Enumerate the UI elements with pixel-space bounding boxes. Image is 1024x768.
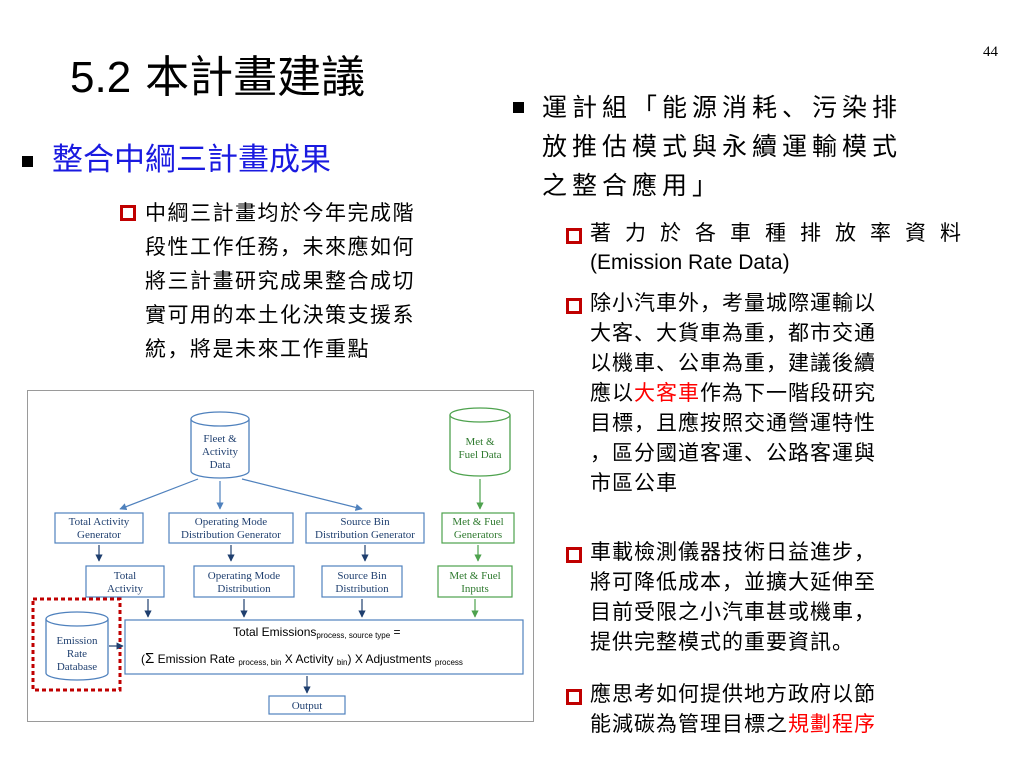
- highlight-planning: 規劃程序: [788, 712, 876, 736]
- sub3-bullet-icon: [566, 547, 582, 563]
- sub3-line: 車載檢測儀器技術日益進步，: [590, 540, 876, 564]
- svg-text:Emission: Emission: [57, 635, 98, 647]
- sub2-line: 市區公車: [590, 471, 678, 495]
- sub3-line: 目前受限之小汽車甚或機車，: [590, 600, 876, 624]
- svg-text:Operating Mode: Operating Mode: [208, 570, 281, 582]
- arrow: [241, 478, 363, 511]
- highlight-dashed-box: [31, 597, 122, 692]
- svg-text:Distribution: Distribution: [217, 583, 271, 595]
- output-box-total-activity: Total Activity: [85, 565, 165, 598]
- svg-text:Rate: Rate: [67, 648, 87, 660]
- highlight-bus: 大客車: [634, 381, 700, 405]
- right-bullet-icon: [513, 102, 524, 113]
- svg-text:Distribution: Distribution: [335, 583, 389, 595]
- generator-box-source-bin: Source Bin Distribution Generator: [305, 512, 425, 544]
- output-box-met-fuel: Met & Fuel Inputs: [437, 565, 513, 598]
- svg-text:Met & Fuel: Met & Fuel: [449, 570, 500, 582]
- right-heading-line: 之整合應用」: [542, 171, 723, 200]
- total-emissions-box: Total Emissionsprocess, source type = (Σ…: [124, 619, 524, 675]
- diagram-canvas: Fleet & Activity Data Met & Fuel Data To…: [31, 407, 524, 715]
- met-db-line: Fuel Data: [458, 449, 501, 461]
- svg-text:Activity: Activity: [107, 583, 144, 595]
- sub4-bullet-icon: [566, 689, 582, 705]
- generator-box-operating-mode: Operating Mode Distribution Generator: [168, 512, 294, 544]
- sub3-text: 車載檢測儀器技術日益進步， 將可降低成本，並擴大延伸至 目前受限之小汽車甚或機車…: [590, 537, 982, 657]
- sub4-text: 應思考如何提供地方政府以節 能減碳為管理目標之規劃程序: [590, 679, 982, 739]
- svg-text:Total: Total: [114, 570, 136, 582]
- svg-text:Total Activity: Total Activity: [69, 516, 130, 528]
- sub2-line: 目標，且應按照交通營運特性: [590, 411, 876, 435]
- generator-box-met-fuel: Met & Fuel Generators: [441, 512, 515, 544]
- sub2-bullet-icon: [566, 298, 582, 314]
- sub2-line: ，區分國道客運、公路客運與: [590, 441, 876, 465]
- sub2-line: 應以大客車作為下一階段研究: [590, 378, 982, 408]
- sub2-l4-pre: 應以: [590, 381, 634, 405]
- svg-text:Inputs: Inputs: [461, 583, 489, 595]
- svg-text:Database: Database: [57, 661, 97, 673]
- left-heading: 整合中綱三計畫成果: [52, 142, 331, 178]
- sub3-line: 提供完整模式的重要資訊。: [590, 630, 854, 654]
- svg-text:Met & Fuel: Met & Fuel: [452, 516, 503, 528]
- svg-text:Generator: Generator: [77, 529, 121, 541]
- sub1-bullet-icon: [566, 228, 582, 244]
- output-box-source-bin: Source Bin Distribution: [321, 565, 403, 598]
- fleet-db-line: Fleet &: [203, 433, 237, 445]
- fleet-db-line: Data: [210, 459, 231, 471]
- moves-flow-diagram: Fleet & Activity Data Met & Fuel Data To…: [27, 390, 534, 722]
- sub4-l2-pre: 能減碳為管理目標之: [590, 712, 788, 736]
- left-sub-line: 實可用的本土化決策支援系: [145, 303, 415, 327]
- svg-text:Source Bin: Source Bin: [340, 516, 390, 528]
- right-heading-line: 放推估模式與永續運輸模式: [542, 132, 903, 161]
- output-box-operating-mode: Operating Mode Distribution: [193, 565, 295, 598]
- sub2-l4-post: 作為下一階段研究: [700, 381, 876, 405]
- emission-rate-database: Emission Rate Database: [45, 611, 109, 681]
- left-sub-line: 段性工作任務，未來應如何: [145, 235, 415, 259]
- fleet-activity-database: Fleet & Activity Data: [190, 411, 250, 479]
- title-text: 本計畫建議: [145, 52, 366, 103]
- page-number: 44: [983, 44, 998, 60]
- svg-text:Operating Mode: Operating Mode: [195, 516, 268, 528]
- met-db-line: Met &: [465, 436, 494, 448]
- sub2-line: 以機車、公車為重，建議後續: [590, 351, 876, 375]
- total-emissions-label: Total Emissionsprocess, source type =: [233, 625, 401, 640]
- right-heading: 運計組「能源消耗、污染排 放推估模式與永續運輸模式 之整合應用」: [542, 88, 982, 205]
- met-fuel-database: Met & Fuel Data: [449, 407, 511, 477]
- fleet-db-line: Activity: [202, 446, 239, 458]
- right-heading-line: 運計組「能源消耗、污染排: [542, 93, 903, 122]
- left-sub-line: 統，將是未來工作重點: [145, 337, 370, 361]
- left-sub-bullet-icon: [120, 205, 136, 221]
- sub4-line: 應思考如何提供地方政府以節: [590, 682, 876, 706]
- left-sub-line: 中綱三計畫均於今年完成階: [145, 201, 415, 225]
- sub1-line: (Emission Rate Data): [590, 251, 790, 274]
- svg-text:Distribution Generator: Distribution Generator: [181, 529, 281, 541]
- sub3-line: 將可降低成本，並擴大延伸至: [590, 570, 876, 594]
- left-bullet-icon: [22, 156, 33, 167]
- left-sub-text: 中綱三計畫均於今年完成階 段性工作任務，未來應如何 將三計畫研究成果整合成切 實…: [145, 196, 485, 366]
- title-number: 5.2: [70, 53, 132, 102]
- sub4-line: 能減碳為管理目標之規劃程序: [590, 709, 982, 739]
- generator-box-total-activity: Total Activity Generator: [54, 512, 144, 544]
- svg-text:Distribution Generator: Distribution Generator: [315, 529, 415, 541]
- arrow: [119, 478, 199, 511]
- sub2-line: 除小汽車外，考量城際運輸以: [590, 291, 876, 315]
- left-sub-line: 將三計畫研究成果整合成切: [145, 269, 415, 293]
- svg-text:Output: Output: [292, 700, 323, 712]
- sub2-text: 除小汽車外，考量城際運輸以 大客、大貨車為重，都市交通 以機車、公車為重，建議後…: [590, 288, 982, 498]
- svg-text:Generators: Generators: [454, 529, 502, 541]
- sub1-text: 著力於各車種排放率資料 (Emission Rate Data): [590, 218, 982, 278]
- emission-formula: (Σ Emission Rate process, bin X Activity…: [141, 650, 463, 667]
- slide-title: 5.2 本計畫建議: [70, 50, 365, 106]
- sub2-line: 大客、大貨車為重，都市交通: [590, 321, 876, 345]
- sub1-line: 著力於各車種排放率資料: [590, 221, 975, 245]
- output-box: Output: [268, 695, 346, 715]
- svg-text:Source Bin: Source Bin: [337, 570, 387, 582]
